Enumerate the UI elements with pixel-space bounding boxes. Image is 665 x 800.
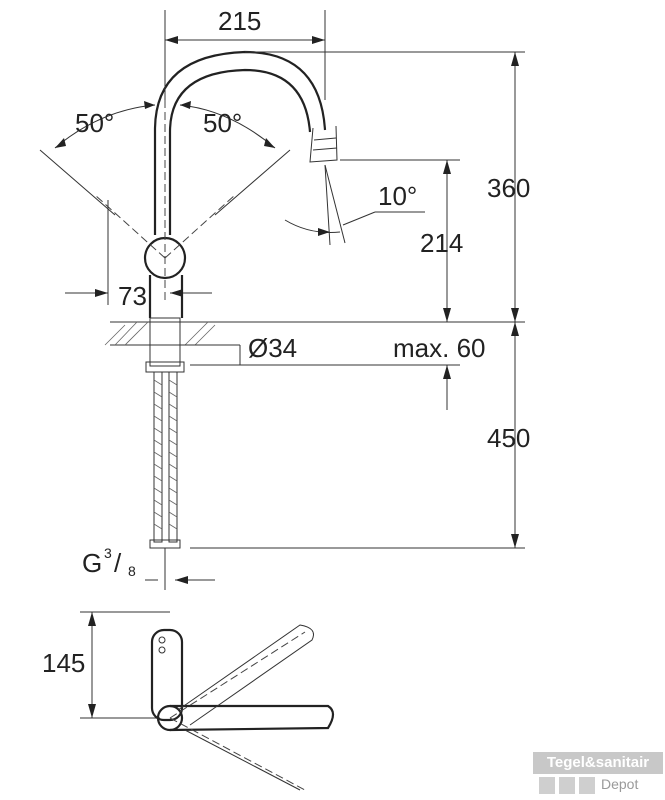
dim-lines-right	[190, 51, 525, 549]
swivel-lines	[39, 100, 291, 300]
label-spout-height: 214	[420, 228, 463, 258]
dim-angle-10	[284, 164, 425, 246]
swivel-arc-right	[179, 104, 276, 149]
swivel-arc-left	[54, 104, 156, 149]
label-hose-length: 450	[487, 423, 530, 453]
tile-icon	[559, 777, 575, 794]
dim-line-g38	[145, 576, 215, 584]
hoses	[149, 371, 181, 590]
label-lever-offset: 73	[118, 281, 147, 311]
label-spout-angle: 10°	[378, 181, 417, 211]
label-plan-depth: 145	[42, 648, 85, 678]
label-swivel-left: 50°	[75, 108, 114, 138]
label-hole-diameter: Ø34	[248, 333, 297, 363]
plan-view	[80, 611, 335, 791]
watermark-line1: Tegel&sanitair	[533, 752, 663, 774]
watermark-bottom: Depot	[533, 774, 663, 796]
label-counter-thickness: max. 60	[393, 333, 486, 363]
label-connection-numerator: 3	[104, 545, 112, 561]
dim-line-215	[164, 10, 326, 100]
label-connection-prefix: G	[82, 548, 102, 578]
label-connection-slash: /	[114, 548, 122, 578]
watermark-logo: Tegel&sanitair Depot	[533, 752, 663, 796]
countertop	[104, 317, 241, 373]
tile-icon-2	[579, 777, 595, 794]
drop-icon	[539, 777, 555, 794]
watermark-line2: Depot	[601, 776, 639, 792]
dim-line-73	[65, 200, 212, 305]
label-connection-denominator: 8	[128, 563, 136, 579]
label-swivel-right: 50°	[203, 108, 242, 138]
label-total-height: 360	[487, 173, 530, 203]
label-spout-reach: 215	[218, 6, 261, 36]
spout	[153, 50, 338, 235]
